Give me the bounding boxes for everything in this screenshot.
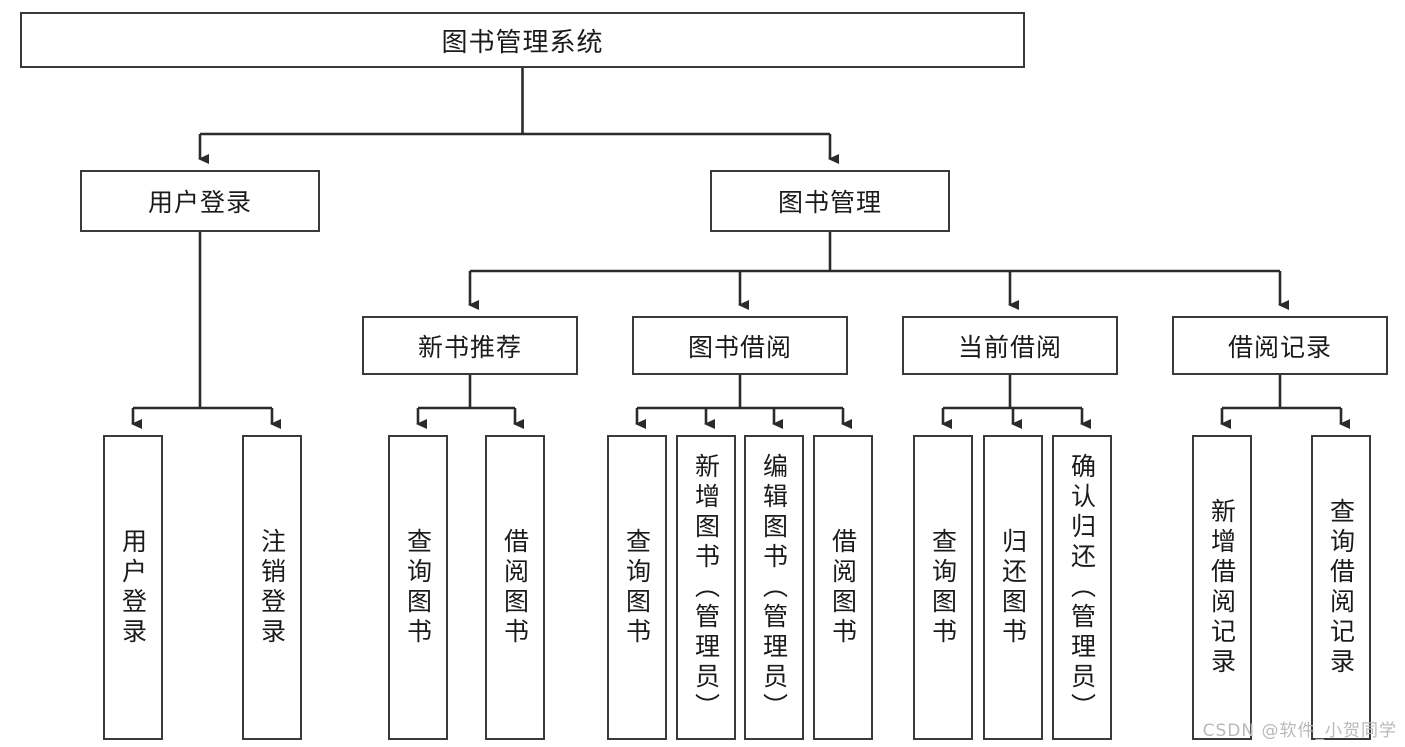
node-label: 查询图书 <box>403 527 433 648</box>
node-leaf-borrow-book-2[interactable]: 借阅图书 <box>813 435 873 740</box>
node-new-book-rec[interactable]: 新书推荐 <box>362 316 578 375</box>
node-label: 借阅记录 <box>1227 332 1332 362</box>
node-leaf-return-book[interactable]: 归还图书 <box>983 435 1043 740</box>
node-label: 新增图书（管理员） <box>691 452 721 723</box>
node-current-borrow[interactable]: 当前借阅 <box>902 316 1118 375</box>
node-label: 新增借阅记录 <box>1207 497 1237 678</box>
node-label: 归还图书 <box>998 527 1028 648</box>
node-label: 图书管理系统 <box>441 27 604 58</box>
node-leaf-logout[interactable]: 注销登录 <box>242 435 302 740</box>
node-root[interactable]: 图书管理系统 <box>20 12 1025 68</box>
node-leaf-query-book-2[interactable]: 查询图书 <box>607 435 667 740</box>
node-book-manage[interactable]: 图书管理 <box>710 170 950 232</box>
node-label: 查询图书 <box>928 527 958 648</box>
node-user-login[interactable]: 用户登录 <box>80 170 320 232</box>
node-label: 用户登录 <box>147 188 252 217</box>
node-leaf-add-book[interactable]: 新增图书（管理员） <box>676 435 736 740</box>
node-label: 图书管理 <box>777 188 882 217</box>
node-label: 用户登录 <box>118 527 148 648</box>
node-label: 查询图书 <box>622 527 652 648</box>
node-leaf-edit-book[interactable]: 编辑图书（管理员） <box>744 435 804 740</box>
node-label: 图书借阅 <box>687 332 792 362</box>
node-label: 新书推荐 <box>417 332 522 362</box>
node-label: 借阅图书 <box>828 527 858 648</box>
node-leaf-query-book-1[interactable]: 查询图书 <box>388 435 448 740</box>
node-label: 借阅图书 <box>500 527 530 648</box>
node-label: 当前借阅 <box>957 332 1062 362</box>
node-leaf-add-record[interactable]: 新增借阅记录 <box>1192 435 1252 740</box>
node-label: 编辑图书（管理员） <box>759 452 789 723</box>
node-leaf-confirm-return[interactable]: 确认归还（管理员） <box>1052 435 1112 740</box>
node-leaf-borrow-book-1[interactable]: 借阅图书 <box>485 435 545 740</box>
node-label: 注销登录 <box>257 527 287 648</box>
node-leaf-query-record[interactable]: 查询借阅记录 <box>1311 435 1371 740</box>
node-label: 查询借阅记录 <box>1326 497 1356 678</box>
node-borrow-record[interactable]: 借阅记录 <box>1172 316 1388 375</box>
node-label: 确认归还（管理员） <box>1067 452 1097 723</box>
watermark-text: CSDN @软件_小贺同学 <box>1202 721 1397 741</box>
node-leaf-user-login[interactable]: 用户登录 <box>103 435 163 740</box>
node-book-borrow[interactable]: 图书借阅 <box>632 316 848 375</box>
node-leaf-query-book-3[interactable]: 查询图书 <box>913 435 973 740</box>
